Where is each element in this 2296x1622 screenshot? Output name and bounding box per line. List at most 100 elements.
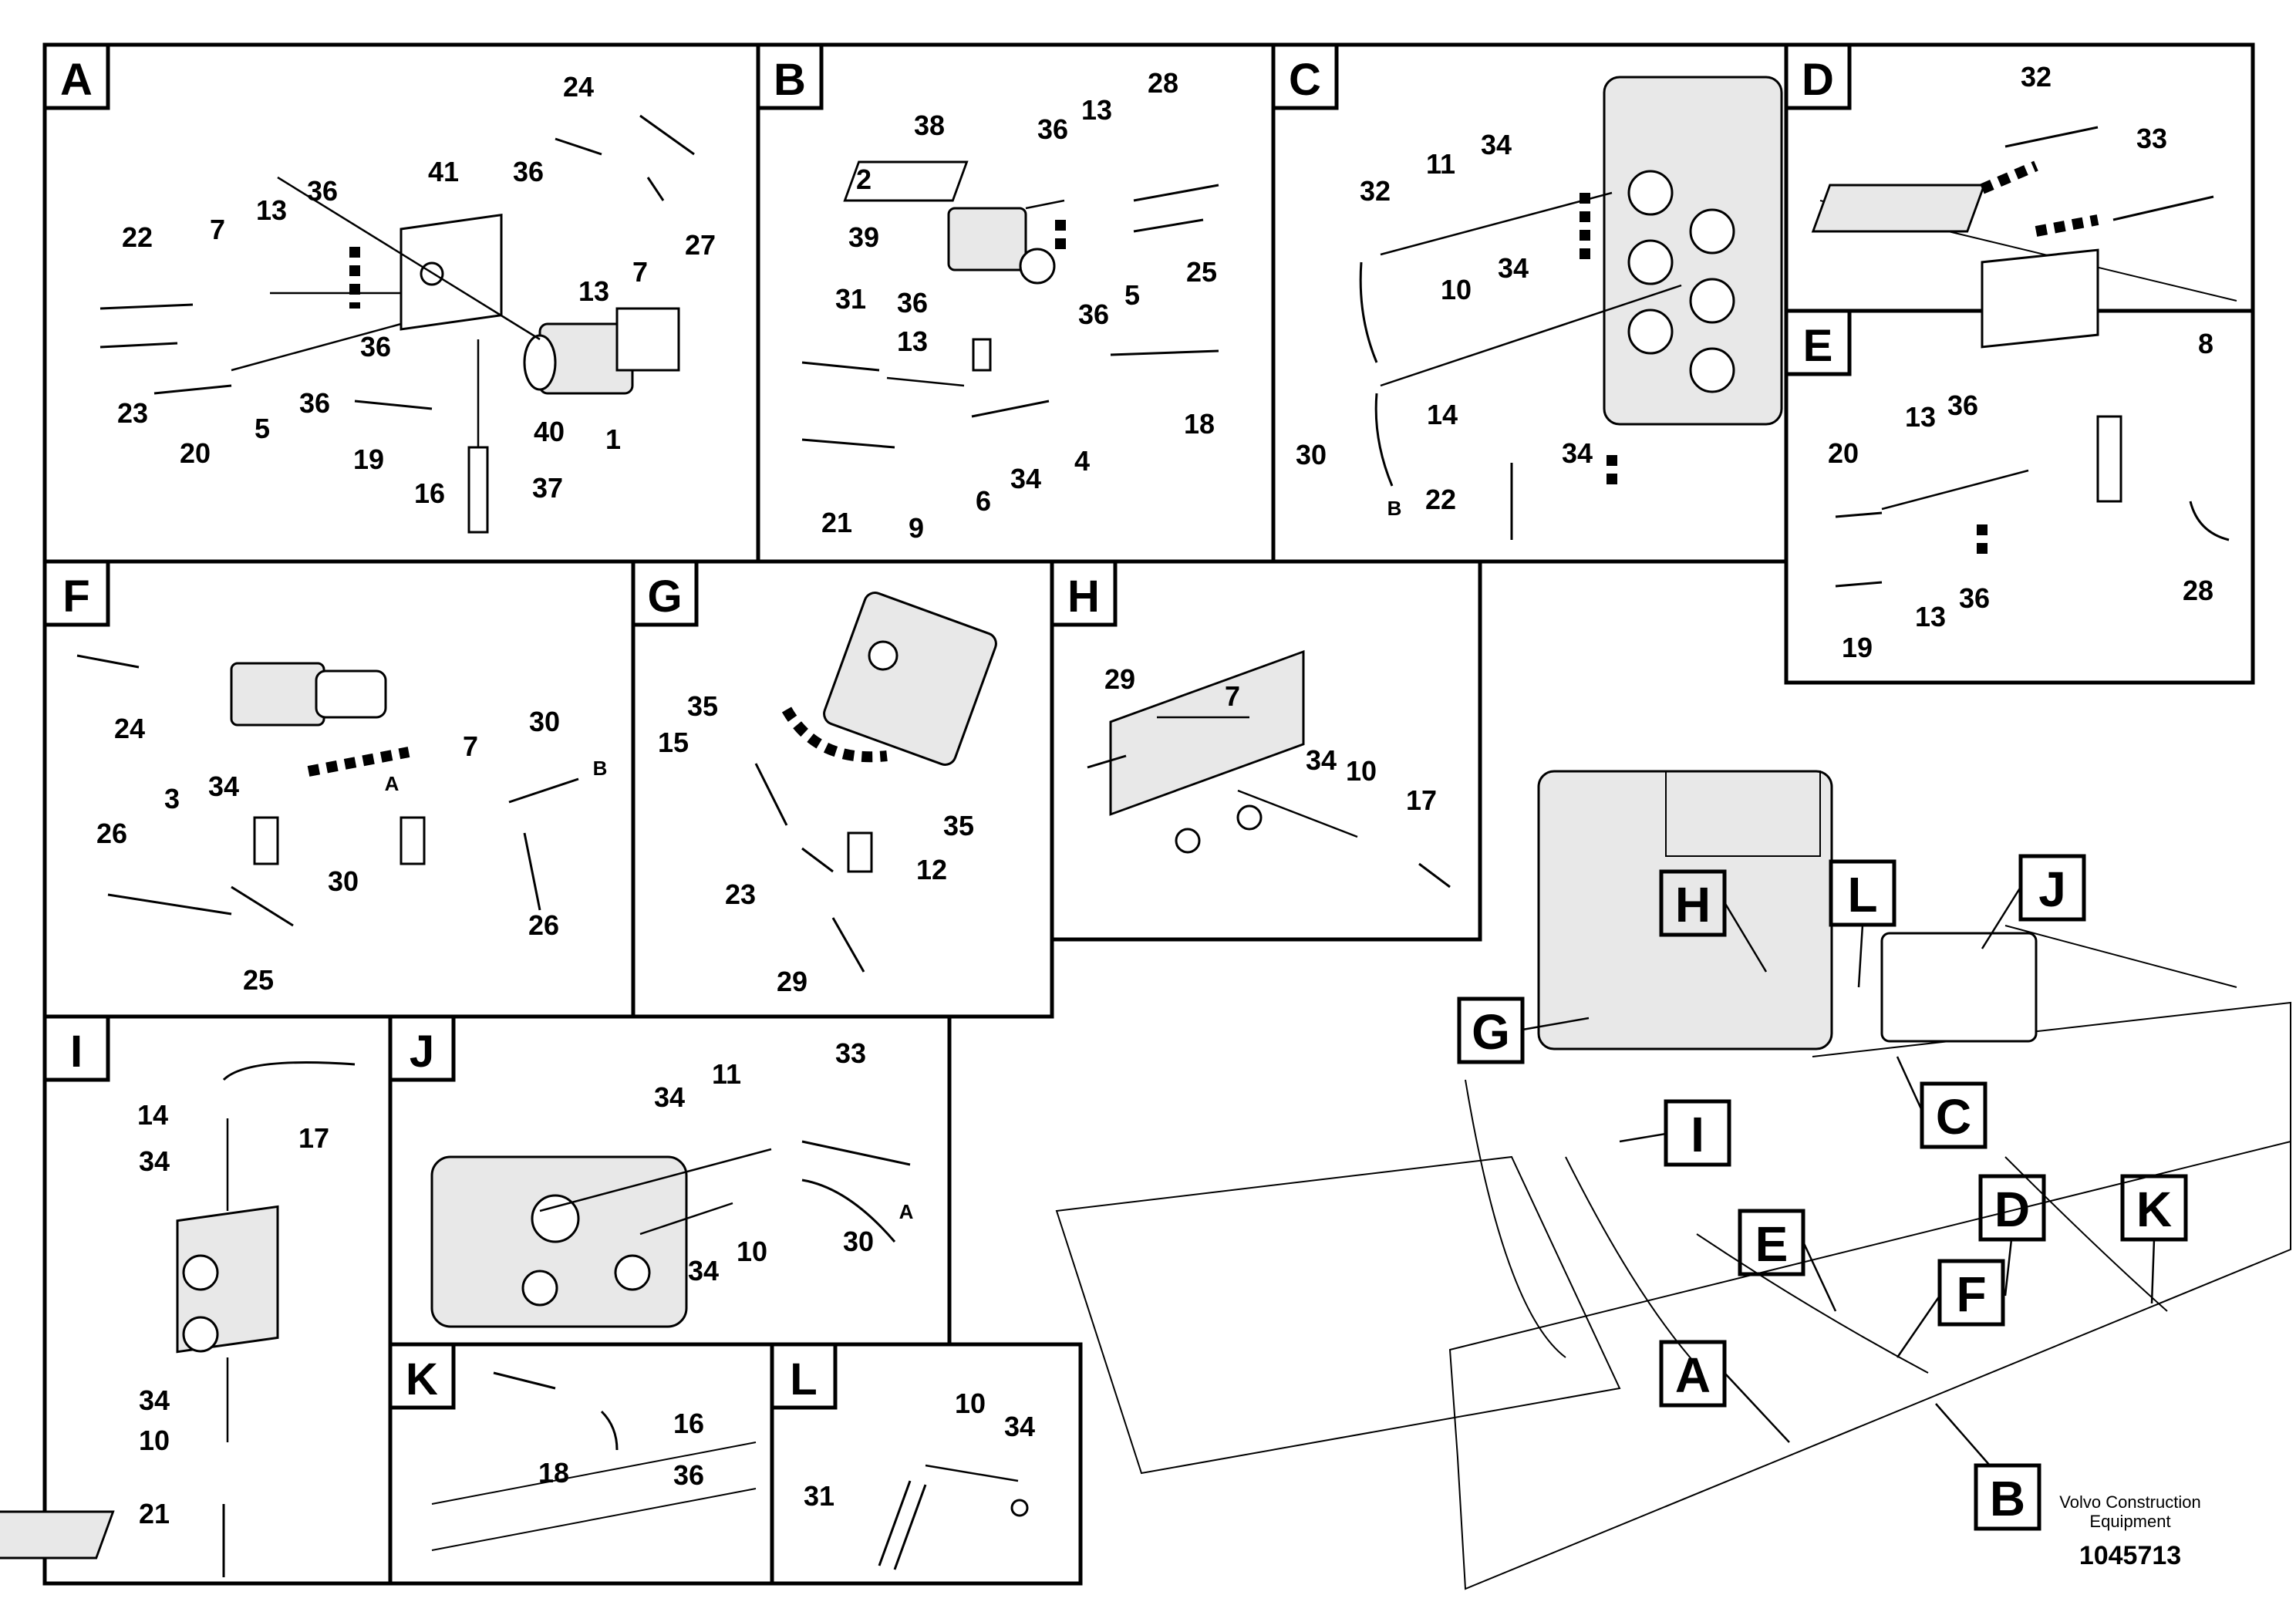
svg-text:G: G bbox=[1472, 1004, 1510, 1060]
panel-l-letter: L bbox=[790, 1354, 817, 1404]
label: 36 bbox=[307, 175, 338, 207]
callout-l: L bbox=[1829, 859, 1896, 927]
label: 25 bbox=[243, 964, 274, 996]
label: 17 bbox=[1406, 784, 1437, 816]
label: 7 bbox=[632, 256, 648, 288]
panel-c-letter: C bbox=[1289, 55, 1321, 105]
label: 22 bbox=[1425, 484, 1456, 515]
label: 10 bbox=[1346, 755, 1377, 787]
label: 34 bbox=[1562, 437, 1593, 469]
label: 5 bbox=[255, 413, 270, 444]
label: 16 bbox=[414, 477, 445, 509]
label: 13 bbox=[256, 194, 287, 226]
callout-j: J bbox=[2018, 854, 2086, 922]
callout-g: G bbox=[1457, 996, 1525, 1064]
label: 36 bbox=[1078, 298, 1109, 330]
panel-a: A 24 41 36 13 7 27 22 7 13 36 36 23 20 5… bbox=[42, 42, 760, 564]
label: 3 bbox=[164, 783, 180, 814]
label: 34 bbox=[1004, 1411, 1035, 1442]
svg-text:F: F bbox=[1956, 1266, 1986, 1322]
panel-i-letter: I bbox=[70, 1027, 83, 1077]
callout-f: F bbox=[1937, 1259, 2005, 1327]
label: 31 bbox=[804, 1480, 834, 1512]
label: 36 bbox=[513, 156, 544, 187]
panel-d: D 32 33 bbox=[1784, 42, 2255, 313]
label: 36 bbox=[299, 387, 330, 419]
callout-b: B bbox=[1974, 1463, 2041, 1531]
label: 14 bbox=[1427, 399, 1458, 430]
label: 7 bbox=[210, 214, 225, 245]
panel-l: L 10 34 31 bbox=[770, 1342, 1083, 1586]
label: 40 bbox=[534, 416, 565, 447]
panel-i: I 14 17 34 34 10 21 bbox=[42, 1014, 393, 1586]
label: 36 bbox=[1037, 113, 1068, 145]
label: 7 bbox=[1225, 680, 1240, 712]
label: 24 bbox=[114, 713, 145, 744]
panel-k: K 16 18 36 bbox=[0, 1342, 774, 1586]
label: 20 bbox=[1828, 437, 1859, 469]
label: 34 bbox=[139, 1145, 170, 1177]
panel-h-letter: H bbox=[1067, 572, 1100, 622]
label: 6 bbox=[976, 485, 991, 517]
panel-b-letter: B bbox=[774, 55, 806, 105]
panel-f-letter: F bbox=[62, 572, 89, 622]
maker-block: Volvo Construction Equipment 1045713 bbox=[2059, 1492, 2200, 1570]
label: 34 bbox=[208, 771, 239, 802]
label: 41 bbox=[428, 156, 459, 187]
svg-text:K: K bbox=[2136, 1182, 2172, 1237]
callout-c: C bbox=[1920, 1081, 1988, 1149]
label: 27 bbox=[685, 229, 716, 261]
label: 36 bbox=[673, 1459, 704, 1491]
panel-c: C 32 11 34 10 34 14 34 30 B 22 bbox=[1271, 42, 1789, 564]
label: 36 bbox=[1947, 389, 1978, 421]
svg-text:H: H bbox=[1675, 877, 1711, 932]
label: 17 bbox=[298, 1122, 329, 1154]
label: 18 bbox=[1184, 408, 1215, 440]
panel-g-letter: G bbox=[647, 572, 682, 622]
label: 9 bbox=[909, 512, 924, 544]
svg-text:E: E bbox=[1755, 1216, 1789, 1272]
panel-f: F 24 30 B 7 3 34 A 26 30 26 25 bbox=[42, 559, 636, 1019]
label: 26 bbox=[96, 818, 127, 849]
label: 12 bbox=[916, 854, 947, 885]
label: 4 bbox=[1074, 445, 1090, 477]
label: 21 bbox=[821, 507, 852, 538]
svg-text:J: J bbox=[2038, 862, 2066, 917]
label: 8 bbox=[2198, 328, 2213, 359]
maker-line-2: Equipment bbox=[2089, 1512, 2170, 1531]
label: 25 bbox=[1186, 256, 1217, 288]
label: 13 bbox=[578, 275, 609, 307]
callout-i: I bbox=[1664, 1099, 1731, 1167]
label: 36 bbox=[360, 331, 391, 363]
label: 11 bbox=[712, 1058, 741, 1090]
label: 33 bbox=[2136, 123, 2167, 154]
svg-text:I: I bbox=[1691, 1107, 1704, 1162]
label: 2 bbox=[856, 164, 872, 195]
panel-g: G 35 15 35 12 23 29 bbox=[631, 559, 1054, 1019]
label: 30 bbox=[328, 865, 359, 897]
label: B bbox=[1387, 497, 1402, 520]
label: 35 bbox=[687, 690, 718, 722]
label: 15 bbox=[658, 727, 689, 758]
label: 34 bbox=[654, 1081, 685, 1113]
label: 29 bbox=[777, 966, 807, 997]
callout-e: E bbox=[1738, 1209, 1805, 1276]
label: 31 bbox=[835, 283, 866, 315]
label: A bbox=[899, 1200, 914, 1223]
label: 34 bbox=[688, 1255, 719, 1286]
svg-text:B: B bbox=[1990, 1471, 2025, 1526]
panel-e: E 8 20 13 36 28 19 13 36 bbox=[1784, 248, 2255, 685]
panel-d-letter: D bbox=[1802, 55, 1834, 105]
label: 14 bbox=[137, 1099, 168, 1131]
label: 32 bbox=[1360, 175, 1391, 207]
label: 11 bbox=[1426, 148, 1455, 180]
svg-text:C: C bbox=[1936, 1089, 1971, 1145]
label: 23 bbox=[725, 878, 756, 910]
label: 29 bbox=[1104, 663, 1135, 695]
label: 28 bbox=[2183, 575, 2213, 606]
label: 23 bbox=[117, 397, 148, 429]
label: A bbox=[385, 772, 400, 795]
label: 10 bbox=[1441, 274, 1472, 305]
label: 13 bbox=[897, 325, 928, 357]
label: 34 bbox=[1306, 744, 1337, 776]
